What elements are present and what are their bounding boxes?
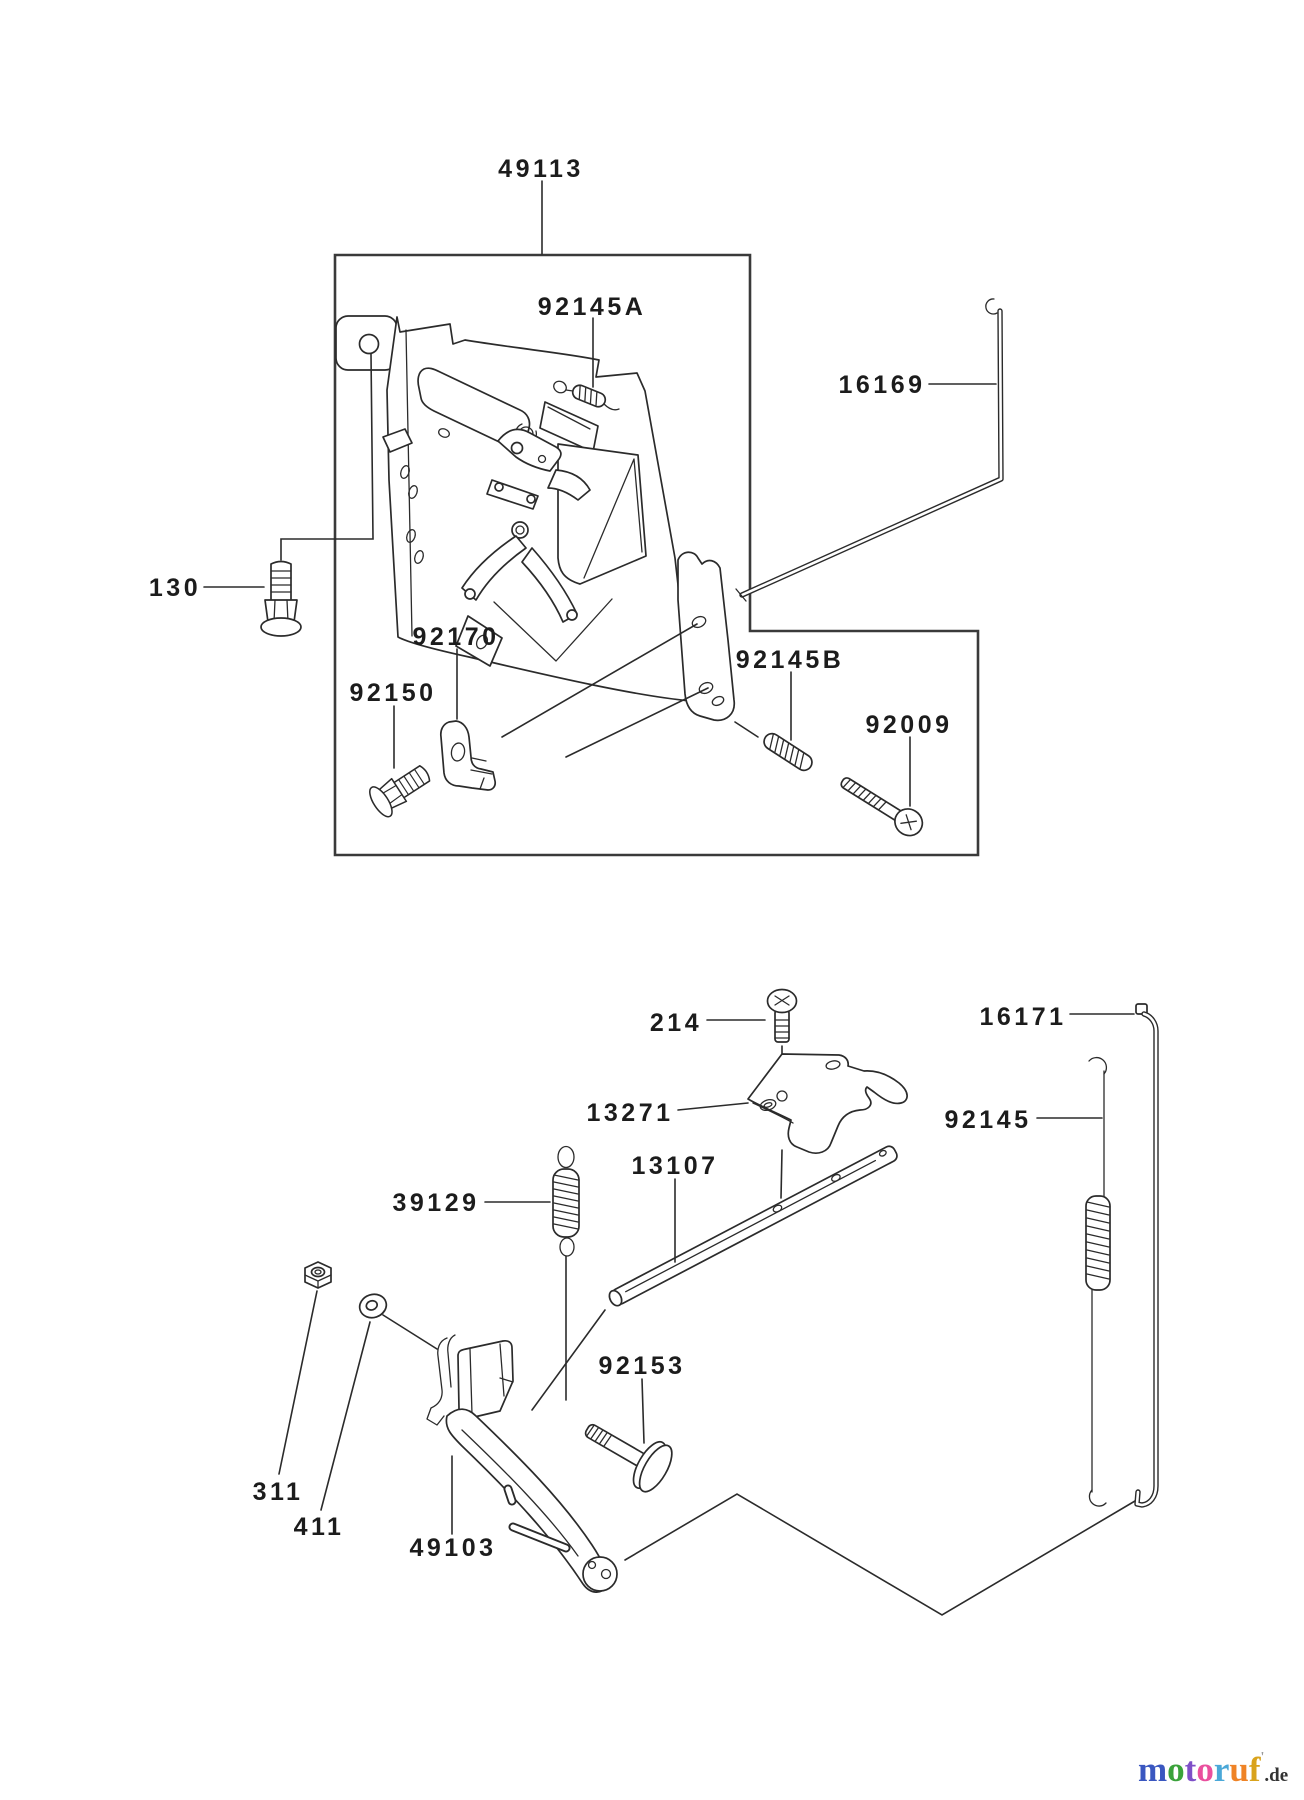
enclosure-box-49113 bbox=[333, 253, 980, 857]
label-92145A: 92145A bbox=[538, 293, 647, 321]
label-16169: 16169 bbox=[838, 371, 925, 399]
plate-bolt-hole bbox=[358, 333, 380, 355]
bolt-92150 bbox=[369, 765, 431, 818]
assembly-line-flange-to-spring bbox=[734, 721, 759, 738]
label-214: 214 bbox=[650, 1009, 702, 1037]
label-92009: 92009 bbox=[865, 711, 952, 739]
watermark-letter: r bbox=[1213, 1750, 1230, 1789]
lever-49103 bbox=[426, 1334, 618, 1593]
leader-13271 bbox=[677, 1102, 749, 1111]
label-49103: 49103 bbox=[409, 1534, 496, 1562]
label-92145: 92145 bbox=[944, 1106, 1031, 1134]
control-panel-plate bbox=[335, 315, 736, 722]
label-411: 411 bbox=[294, 1513, 345, 1541]
part-labels: 49113 92145A 16169 130 92170 92150 92145… bbox=[149, 155, 1066, 1562]
label-39129: 39129 bbox=[392, 1189, 479, 1217]
clamp-92170 bbox=[439, 720, 497, 791]
assembly-line-clamp-to-flange-1 bbox=[501, 623, 698, 738]
label-16171: 16171 bbox=[979, 1003, 1066, 1031]
leader-311 bbox=[278, 1290, 318, 1475]
washer-411 bbox=[358, 1293, 388, 1319]
assembly-line-plate-to-shaft bbox=[780, 1149, 783, 1199]
leader-92153 bbox=[641, 1378, 645, 1444]
label-92170: 92170 bbox=[412, 623, 499, 651]
plate-louver bbox=[382, 428, 413, 453]
watermark-letter: o bbox=[1196, 1750, 1214, 1789]
assembly-line-washer-to-lever bbox=[382, 1314, 438, 1350]
motoruf-watermark-link[interactable]: motoruf'.de bbox=[1138, 1750, 1288, 1790]
watermark-letter: u bbox=[1229, 1750, 1249, 1789]
shaft-13107 bbox=[608, 1145, 898, 1307]
spring-92145B bbox=[763, 732, 813, 772]
screw-214 bbox=[766, 988, 798, 1043]
assembly-line-lever-to-rod16171 bbox=[624, 1493, 1136, 1616]
watermark-tick: ' bbox=[1260, 1750, 1265, 1765]
spring-92145 bbox=[1085, 1056, 1111, 1507]
screw-92009 bbox=[840, 777, 924, 837]
label-13107: 13107 bbox=[631, 1152, 718, 1180]
rod-16169 bbox=[735, 298, 1004, 602]
watermark-letter: o bbox=[1167, 1750, 1185, 1789]
nut-311 bbox=[304, 1261, 332, 1289]
assembly-line-shaft-to-lever bbox=[531, 1309, 606, 1411]
plate-13271 bbox=[747, 1053, 908, 1154]
watermark-letter: t bbox=[1184, 1750, 1197, 1789]
pin-92153 bbox=[584, 1423, 673, 1493]
label-130: 130 bbox=[149, 574, 201, 602]
watermark-letter: f bbox=[1248, 1750, 1261, 1789]
label-92150: 92150 bbox=[349, 679, 436, 707]
label-92153: 92153 bbox=[598, 1352, 685, 1380]
leader-lines bbox=[203, 180, 1135, 1535]
plate-right-flange bbox=[677, 551, 736, 722]
panel-lever-cluster bbox=[455, 423, 591, 667]
spring-39129 bbox=[552, 1145, 580, 1257]
assembly-line-clamp-to-flange-2 bbox=[565, 687, 709, 758]
watermark-letter: m bbox=[1138, 1750, 1168, 1789]
assembly-line-130-to-plate bbox=[280, 353, 374, 561]
spring-92145A bbox=[553, 380, 620, 411]
rod-16171 bbox=[1134, 1003, 1159, 1508]
label-13271: 13271 bbox=[586, 1099, 673, 1127]
label-311: 311 bbox=[253, 1478, 304, 1506]
label-92145B: 92145B bbox=[736, 646, 845, 674]
bolt-130 bbox=[260, 560, 302, 637]
leader-411 bbox=[320, 1321, 371, 1511]
label-49113: 49113 bbox=[498, 155, 584, 183]
watermark-domain-suffix: .de bbox=[1264, 1765, 1289, 1786]
